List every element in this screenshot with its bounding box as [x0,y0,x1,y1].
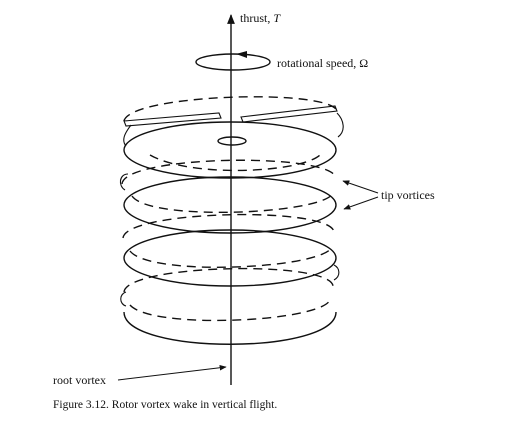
rotation-ellipse [195,53,271,71]
rotor-blade-left [123,112,222,127]
root-vortex-label: root vortex [53,373,106,387]
hub-loop [217,136,247,146]
tip-vortices-leader-lower [343,196,379,210]
tip-vortices-label: tip vortices [381,188,435,202]
rotational-speed-label: rotational speed, Ω [277,56,368,70]
rotation-arrowhead [236,51,247,58]
tip-curls [119,112,344,307]
thrust-label: thrust, T [240,11,281,25]
tip-vortex-dashed-arcs [121,96,338,322]
tip-vortices-leader-upper [342,180,379,194]
figure-caption: Figure 3.12. Rotor vortex wake in vertic… [53,399,277,411]
root-vortex-leader [117,364,227,381]
rotor-blade-right [240,105,338,123]
tip-vortex-solid-spirals [123,121,337,345]
